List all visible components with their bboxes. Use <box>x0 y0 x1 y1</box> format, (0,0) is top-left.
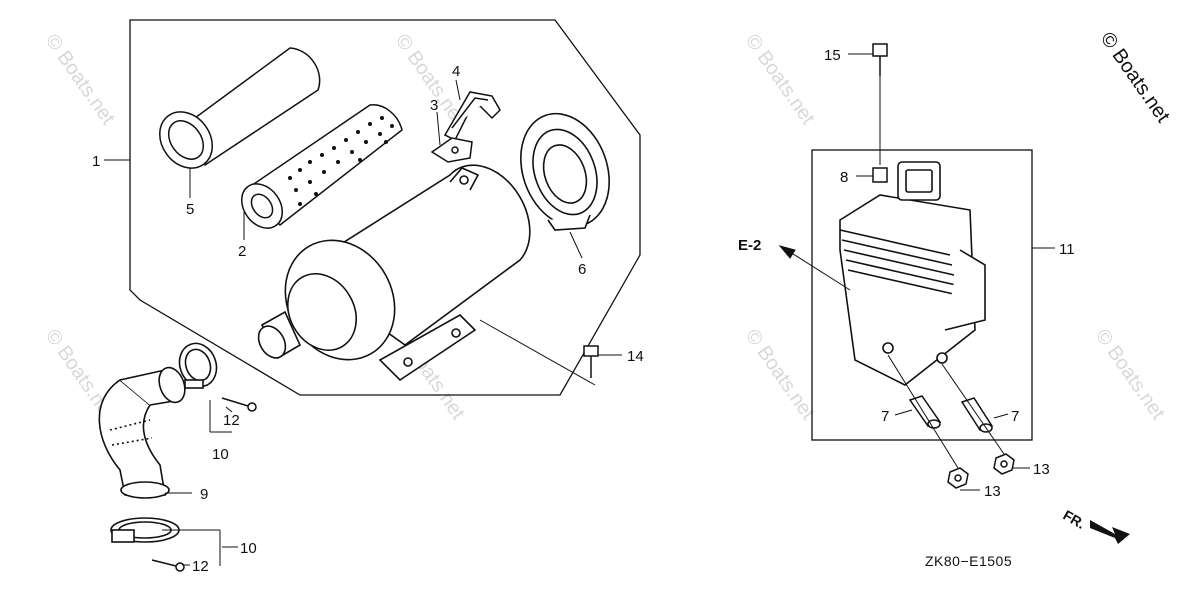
callout-11: 11 <box>1059 241 1075 258</box>
watermark: © Boats.net <box>741 325 819 424</box>
callout-6: 6 <box>578 261 586 278</box>
front-direction-arrow <box>1090 520 1130 544</box>
callout-10-upper: 10 <box>212 446 229 463</box>
reference-label: E-2 <box>738 237 761 254</box>
callout-8: 8 <box>840 169 848 186</box>
air-cleaner-case <box>257 164 531 382</box>
callout-10-lower: 10 <box>240 540 257 557</box>
intake-silencer-part-11 <box>839 161 986 386</box>
diagram-code: ZK80−E1505 <box>925 553 1012 569</box>
leader-lines <box>104 53 1055 566</box>
screw-part-12-lower <box>151 559 185 572</box>
callout-13-left: 13 <box>984 483 1001 500</box>
bolt-part-14 <box>583 345 599 378</box>
callout-1: 1 <box>92 153 100 170</box>
screw-part-12-upper <box>221 397 257 412</box>
callout-2: 2 <box>238 243 246 260</box>
callout-7-left: 7 <box>881 408 889 425</box>
nut-part-13-right <box>993 453 1015 475</box>
front-label: FR. <box>1061 507 1089 532</box>
bracket-part-3 <box>430 137 473 163</box>
watermark: © Boats.net <box>41 30 119 129</box>
reference-arrow <box>778 245 851 291</box>
callout-labels: 1 5 2 3 4 6 14 12 10 9 10 12 15 8 11 7 7… <box>92 47 1088 575</box>
foam-element-part-5 <box>159 47 321 169</box>
callout-13-right: 13 <box>1033 461 1050 478</box>
callout-7-right: 7 <box>1011 408 1019 425</box>
air-cleaner-cover-part-6 <box>520 112 610 231</box>
callout-12-upper: 12 <box>223 412 240 429</box>
nut-part-13-left <box>947 467 969 489</box>
assembly-11-boundary <box>811 149 1033 441</box>
callout-15: 15 <box>824 47 841 64</box>
bolt-part-15 <box>872 43 888 76</box>
collar-part-8 <box>872 167 888 183</box>
callout-9: 9 <box>200 486 208 503</box>
callout-14: 14 <box>627 348 644 365</box>
callout-5: 5 <box>186 201 194 218</box>
paper-element-part-2 <box>240 104 403 229</box>
tube-part-7-left <box>908 395 942 429</box>
clip-part-4 <box>443 91 501 142</box>
watermark: © Boats.net <box>1091 325 1169 424</box>
hose-clamp-part-10-upper <box>178 342 218 389</box>
hose-clamp-part-10-lower <box>110 517 180 543</box>
elbow-hose-part-9 <box>98 366 186 499</box>
watermark-corner: © Boats.net <box>1096 28 1174 127</box>
watermark: © Boats.net <box>741 30 819 129</box>
callout-12-lower: 12 <box>192 558 209 575</box>
callout-4: 4 <box>452 63 460 80</box>
callout-3: 3 <box>430 97 438 114</box>
assembly-1-boundary <box>129 19 641 396</box>
